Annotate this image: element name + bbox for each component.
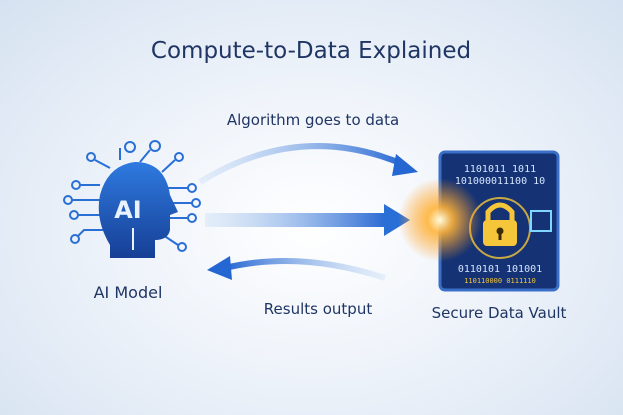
results-arrow bbox=[207, 256, 386, 281]
page-title: Compute-to-Data Explained bbox=[150, 38, 472, 64]
vault-label: Secure Data Vault bbox=[431, 304, 567, 322]
secure-vault-icon: 1101011 1011 101000011100 10 0110101 101… bbox=[438, 150, 560, 292]
svg-text:101000011100 10: 101000011100 10 bbox=[455, 176, 545, 187]
svg-text:110110000 0111110: 110110000 0111110 bbox=[464, 277, 536, 285]
ai-badge: AI bbox=[114, 196, 142, 224]
svg-text:0110101 101001: 0110101 101001 bbox=[458, 264, 542, 275]
ai-head-icon: AI bbox=[63, 140, 201, 258]
algorithm-label: Algorithm goes to data bbox=[226, 111, 400, 129]
padlock-icon bbox=[483, 202, 517, 246]
results-label: Results output bbox=[263, 300, 373, 318]
ai-model-label: AI Model bbox=[93, 283, 163, 302]
svg-text:1101011 1011: 1101011 1011 bbox=[464, 164, 536, 175]
spark-burst bbox=[398, 178, 482, 262]
algorithm-arrow bbox=[198, 143, 418, 185]
data-flow-arrow bbox=[205, 204, 410, 236]
